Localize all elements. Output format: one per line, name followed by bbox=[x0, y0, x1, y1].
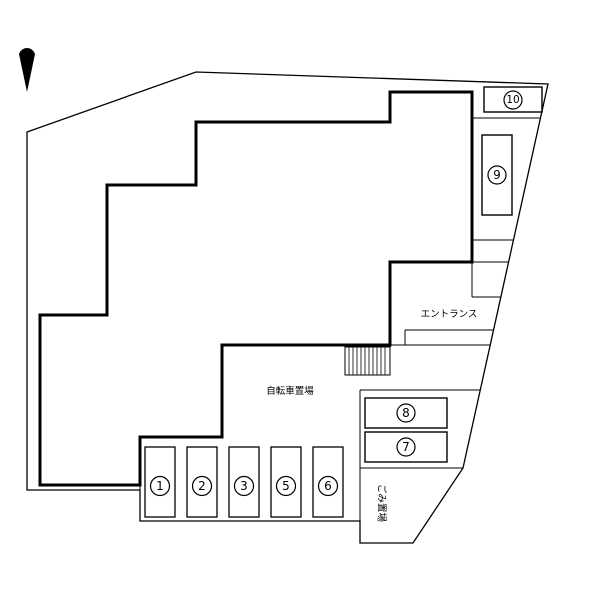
space-box-10 bbox=[483, 86, 543, 113]
number-circle bbox=[503, 90, 523, 110]
number-circle bbox=[233, 475, 255, 497]
entrance-label: エントランス bbox=[421, 309, 478, 320]
space-number: 1 bbox=[156, 479, 164, 493]
parking-stall bbox=[186, 446, 218, 518]
space-number: 8 bbox=[402, 406, 410, 420]
space-box-8 bbox=[364, 397, 448, 429]
number-circle bbox=[396, 437, 416, 457]
parking-stalls bbox=[144, 446, 344, 518]
north-arrow-icon bbox=[19, 48, 35, 92]
space-number: 7 bbox=[402, 440, 410, 454]
space-number: 9 bbox=[493, 168, 501, 182]
number-circle bbox=[317, 475, 339, 497]
space-number: 2 bbox=[198, 479, 206, 493]
space-number: 6 bbox=[324, 479, 332, 493]
space-number: 10 bbox=[506, 94, 519, 106]
parking-stall bbox=[270, 446, 302, 518]
space-numbers-bottom: 1 2 3 5 6 bbox=[149, 475, 339, 497]
number-circle bbox=[487, 165, 507, 185]
garbage-area-label: ごみ置場 bbox=[376, 484, 388, 523]
space-boxes bbox=[364, 86, 543, 463]
space-box-9 bbox=[481, 134, 513, 216]
parking-stall bbox=[228, 446, 260, 518]
number-circle bbox=[275, 475, 297, 497]
parking-stall bbox=[144, 446, 176, 518]
parking-stall bbox=[312, 446, 344, 518]
space-number: 3 bbox=[240, 479, 248, 493]
number-circle bbox=[396, 403, 416, 423]
stairs-icon bbox=[344, 346, 391, 376]
bicycle-parking-label: 自転車置場 bbox=[266, 385, 314, 397]
building-outline bbox=[38, 90, 474, 487]
number-circle bbox=[191, 475, 213, 497]
space-numbers-right: 8 7 9 10 bbox=[396, 90, 523, 457]
partition-lines bbox=[139, 117, 540, 543]
number-circle bbox=[149, 475, 171, 497]
space-number: 5 bbox=[282, 479, 290, 493]
space-box-7 bbox=[364, 431, 448, 463]
